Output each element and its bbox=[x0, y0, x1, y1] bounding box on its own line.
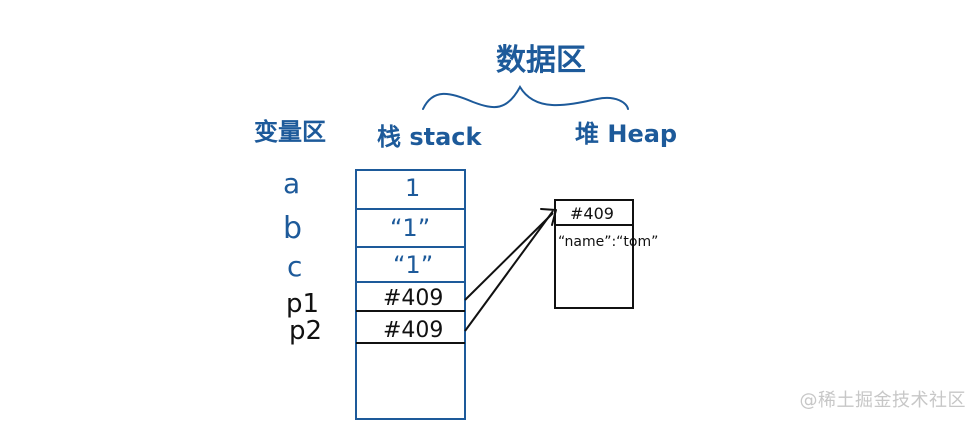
stack-value-p1: #409 bbox=[383, 286, 443, 311]
heap-address: #409 bbox=[570, 204, 614, 223]
variable-p2: p2 bbox=[289, 316, 322, 346]
p2-reference-arrow bbox=[464, 210, 554, 332]
stack-value-p2: #409 bbox=[383, 318, 443, 343]
stack-value-c: “1” bbox=[393, 251, 433, 279]
heap-label: 堆 Heap bbox=[575, 120, 677, 148]
variable-c: c bbox=[287, 250, 302, 283]
variable-b: b bbox=[283, 211, 302, 246]
heap-content: “name”:“tom” bbox=[558, 234, 658, 250]
p1-reference-arrow bbox=[464, 212, 554, 301]
stack-column bbox=[355, 169, 466, 420]
stack-value-b: “1” bbox=[390, 214, 430, 242]
data-area-label: 数据区 bbox=[496, 43, 586, 78]
stack-label: 栈 stack bbox=[377, 123, 483, 151]
variable-area-label: 变量区 bbox=[254, 118, 326, 146]
stack-value-a: 1 bbox=[405, 174, 420, 202]
heap-object bbox=[554, 199, 634, 309]
variable-a: a bbox=[283, 167, 300, 200]
variable-p1: p1 bbox=[286, 289, 319, 319]
arrow-head bbox=[540, 208, 557, 226]
data-area-brace bbox=[422, 84, 629, 110]
watermark: @稀土掘金技术社区 bbox=[799, 390, 966, 411]
